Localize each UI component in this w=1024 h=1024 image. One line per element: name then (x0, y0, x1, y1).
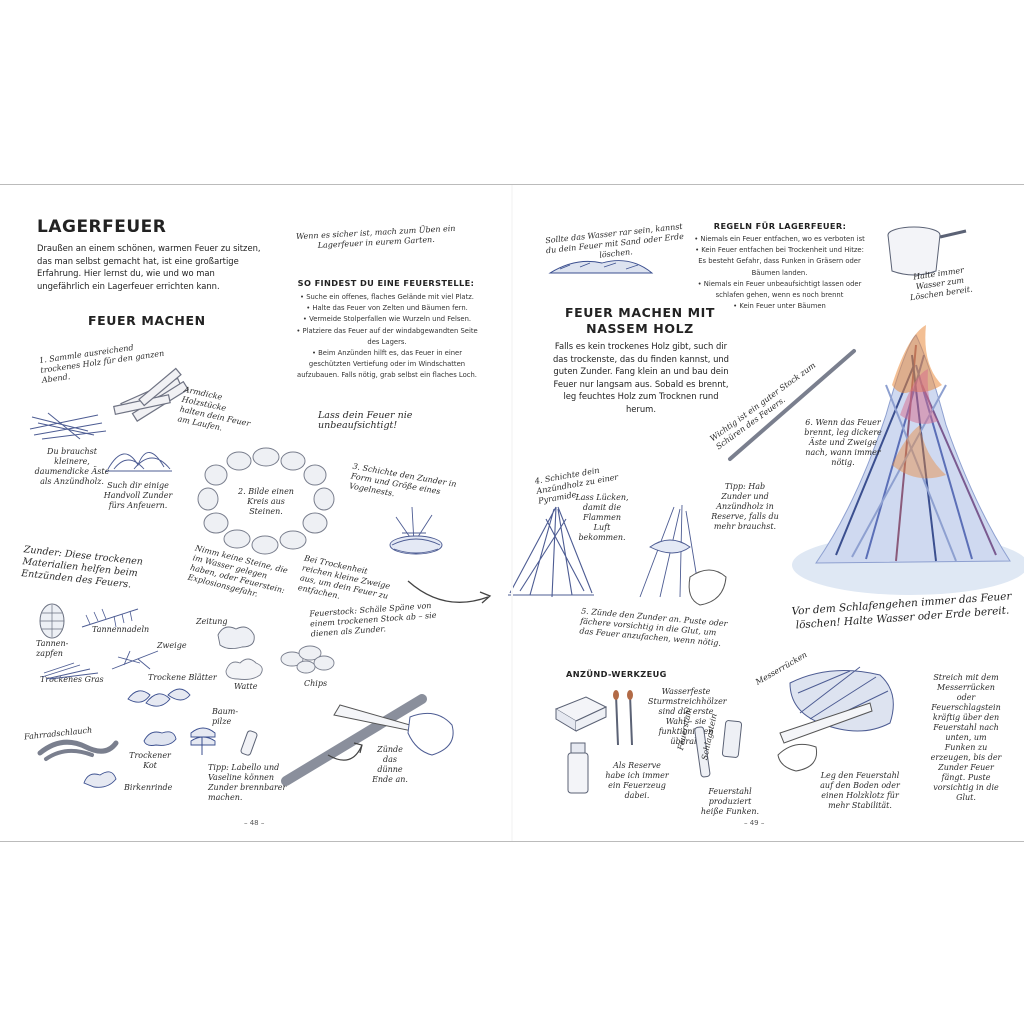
tinder-materials-heading: Zunder: Diese trockenen Materialien helf… (20, 544, 144, 591)
chips-label: Chips (304, 679, 328, 688)
bike-tube-icon (37, 739, 119, 761)
pinecone-label: Tannen-zapfen (36, 639, 69, 658)
wet-wood-heading: FEUER MACHEN MIT NASSEM HOLZ (564, 305, 716, 336)
list-item: Niemals ein Feuer entfachen, wo es verbo… (692, 234, 867, 245)
step-5-note: 5. Zünde den Zunder an. Puste oder fäche… (579, 606, 728, 648)
list-item: Halte das Feuer von Zelten und Bäumen fe… (292, 303, 482, 314)
birch-bark-icon (83, 771, 117, 788)
light-thin-end-note: Zünde das dünne Ende an. (372, 745, 408, 784)
newspaper-label: Zeitung (196, 617, 228, 626)
step-6-note: 6. Wenn das Feuer brennt, leg dickere Äs… (804, 418, 882, 467)
newspaper-icon (217, 626, 255, 650)
list-item: Beim Anzünden hilft es, das Feuer in ein… (292, 348, 482, 382)
dry-grass-icon (41, 662, 99, 680)
kindling-note: Du brauchst kleinere, daumendicke Äste a… (34, 447, 110, 486)
kindling-sketch (29, 412, 107, 440)
chips-icon (280, 645, 335, 674)
lighter-icon (567, 742, 589, 794)
sand-pile-sketch (548, 260, 654, 274)
gaps-note: Lass Lücken, damit die Flammen Luft beko… (575, 493, 629, 542)
rules-list: Niemals ein Feuer entfachen, wo es verbo… (692, 234, 867, 312)
dry-leaves-label: Trockene Blätter (148, 673, 217, 682)
dry-grass-label: Trockenes Gras (40, 675, 104, 684)
step-2-note: 2. Bilde einen Kreis aus Steinen. (238, 487, 294, 516)
tools-heading: ANZÜND-WERKZEUG (566, 669, 667, 679)
matches-icon (613, 690, 633, 746)
sparks-note: Feuerstahl produziert heiße Funken. (700, 787, 760, 816)
lip-balm-tip: Tipp: Labello und Vaseline können Zunder… (208, 763, 287, 802)
pinecone-icon (39, 603, 65, 639)
twigs-icon (111, 650, 159, 670)
list-item: Kein Feuer entfachen bei Trockenheit und… (692, 245, 867, 279)
striking-sketch (777, 666, 894, 772)
storm-matches-note: Wasserfeste Sturmstreichhölzer sind die … (648, 687, 727, 746)
list-item: Suche ein offenes, flaches Gelände mit v… (292, 292, 482, 303)
ferro-rod-icon (694, 720, 743, 778)
birch-bark-label: Birkenrinde (124, 783, 173, 792)
cotton-icon (225, 658, 263, 680)
wet-wood-text: Falls es kein trockenes Holz gibt, such … (552, 341, 730, 414)
dung-label: Trockener Kot (129, 751, 171, 770)
lighter-note: Als Reserve habe ich immer ein Feuerzeug… (605, 761, 669, 800)
poker-stick-sketch (728, 349, 856, 461)
cotton-label: Watte (234, 682, 258, 691)
tinder-sketch (106, 452, 172, 472)
tinder-note: Such dir einige Handvoll Zunder fürs Anf… (103, 481, 173, 510)
page-title: LAGERFEUER (37, 217, 167, 237)
list-item: Vermeide Stolperfallen wie Wurzeln und F… (292, 314, 482, 325)
feuerstelle-heading: SO FINDEST DU EINE FEUERSTELLE: (297, 278, 475, 288)
firewood-sketch (113, 367, 189, 422)
book-gutter (511, 185, 513, 841)
campfire-sketch (792, 325, 1024, 595)
feuer-machen-heading: FEUER MACHEN (88, 313, 206, 328)
stone-ring-sketch (197, 447, 335, 555)
list-item: Niemals ein Feuer unbeaufsichtigt lassen… (692, 279, 867, 301)
fire-stick-note: Feuerstock: Schäle Späne von einem trock… (309, 601, 437, 639)
lighting-hand-sketch (639, 504, 727, 606)
mushroom-label: Baum-pilze (212, 707, 239, 726)
pine-needles-icon (81, 608, 139, 628)
pot-sketch (887, 226, 967, 276)
warning-note: Lass dein Feuer nie unbeaufsichtigt! (318, 410, 413, 431)
dry-leaves-icon (127, 688, 191, 707)
list-item: Platziere das Feuer auf der windabgewand… (292, 326, 482, 348)
feuerstelle-list: Suche ein offenes, flaches Gelände mit v… (292, 292, 482, 382)
intro-text: Draußen an einem schönen, warmen Feuer z… (37, 243, 261, 291)
list-item: Kein Feuer unter Bäumen (692, 301, 867, 312)
place-rod-note: Leg den Feuerstahl auf den Boden oder ei… (820, 771, 900, 810)
book-spread: LAGERFEUER Draußen an einem schönen, war… (0, 184, 1024, 842)
arrow-icon (407, 580, 492, 604)
practice-note: Wenn es sicher ist, mach zum Üben ein La… (295, 223, 456, 251)
armdicke-note: Armdicke Holzstücke halten dein Feuer am… (176, 384, 252, 433)
pine-needles-label: Tannennadeln (92, 625, 150, 634)
page-number-left: – 48 – (244, 819, 265, 827)
reserve-tip: Tipp: Hab Zunder und Anzündholz in Reser… (711, 482, 779, 531)
rules-heading: REGELN FÜR LAGERFEUER: (713, 221, 847, 231)
knife-stick-sketch (281, 694, 454, 786)
matchbox-icon (554, 696, 608, 732)
lip-balm-icon (240, 730, 258, 756)
mushroom-icon (190, 727, 216, 755)
teepee-sketch (508, 506, 594, 598)
page-number-right: – 49 – (744, 819, 765, 827)
nest-sketch (389, 506, 443, 555)
dung-icon (143, 731, 177, 746)
twigs-label: Zweige (157, 641, 187, 650)
strike-instruction: Streich mit dem Messerrücken oder Feuers… (930, 673, 1002, 802)
